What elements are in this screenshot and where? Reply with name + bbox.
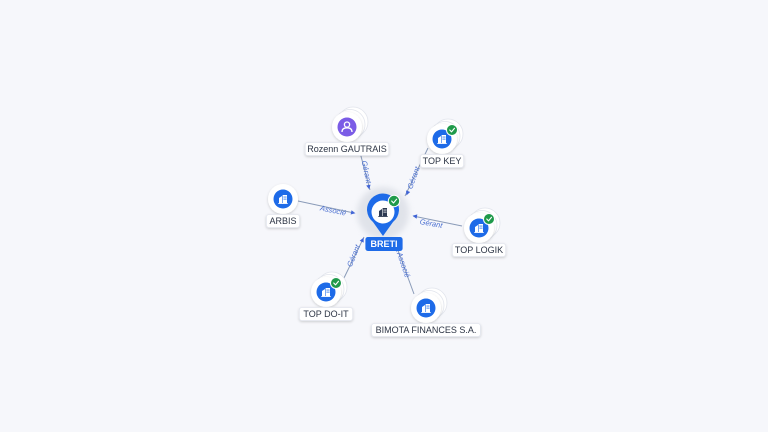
edge-label: Gérant	[419, 217, 444, 230]
node-arbis[interactable]: ARBIS	[265, 184, 300, 228]
person-icon	[341, 121, 353, 133]
arrow-icon	[406, 190, 411, 196]
arrow-icon	[366, 184, 371, 190]
verified-check-icon	[387, 194, 401, 208]
edge-arbis: Associé	[297, 200, 356, 218]
node-label: ARBIS	[269, 216, 296, 226]
building-icon	[421, 304, 431, 313]
node-label-box	[265, 214, 300, 228]
node-label-box	[451, 243, 507, 257]
node-label-box	[298, 307, 354, 321]
center-label: BRETI	[371, 239, 398, 249]
center-label-box	[365, 237, 403, 251]
node-topdoit[interactable]: TOP DO-IT	[298, 271, 354, 321]
arrow-icon	[359, 237, 364, 243]
edge-line	[412, 215, 463, 227]
edge-label: Gérant	[360, 160, 374, 185]
edge-line	[395, 244, 415, 295]
center-node[interactable]: BRETI	[357, 187, 409, 251]
node-rozenn[interactable]: Rozenn GAUTRAIS	[304, 106, 390, 156]
edge-toplogik: Gérant	[412, 214, 463, 230]
verified-check-icon	[330, 277, 342, 289]
edge-label: Gérant	[345, 243, 362, 268]
verified-check-icon	[483, 213, 495, 225]
building-icon	[278, 195, 288, 204]
node-label: Rozenn GAUTRAIS	[307, 144, 387, 154]
building-icon	[378, 208, 388, 217]
edge-label: Gérant	[405, 165, 422, 190]
edge-label: Associé	[395, 250, 412, 279]
edge-line	[297, 200, 355, 214]
edge-line	[342, 236, 365, 281]
arrow-icon	[412, 214, 418, 219]
node-topkey[interactable]: TOP KEY	[419, 118, 465, 168]
edge-bimota: Associé	[395, 244, 415, 295]
node-label: TOP DO-IT	[303, 309, 349, 319]
verified-check-icon	[446, 124, 458, 136]
node-toplogik[interactable]: TOP LOGIK	[451, 207, 507, 257]
edge-label: Associé	[318, 203, 347, 217]
node-label: TOP LOGIK	[455, 245, 503, 255]
node-label-box	[304, 142, 390, 156]
arrow-icon	[350, 210, 356, 215]
building-icon	[321, 288, 331, 297]
node-label: BIMOTA FINANCES S.A.	[376, 325, 477, 335]
building-icon	[474, 224, 484, 233]
node-bimota[interactable]: BIMOTA FINANCES S.A.	[371, 287, 481, 337]
node-label-box	[419, 154, 465, 168]
building-icon	[437, 135, 447, 144]
node-label: TOP KEY	[423, 156, 462, 166]
node-label-box	[371, 323, 481, 337]
edge-topdoit: Gérant	[342, 236, 365, 281]
